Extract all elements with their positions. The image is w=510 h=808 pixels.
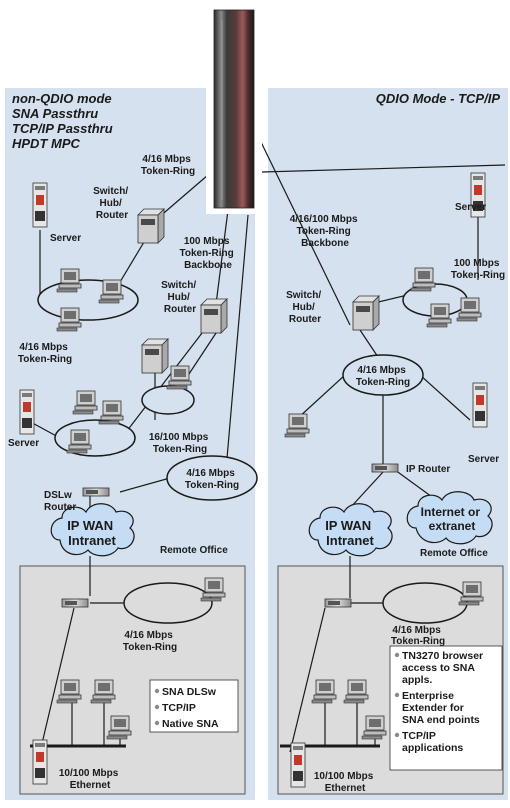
right-switch-label: Switch/ Hub/ Router [286,290,324,325]
left-remote-router-icon [61,598,89,608]
left-bullet-box [149,679,239,733]
ip-router-label: IP Router [406,464,450,475]
left-4-16-ring [166,455,258,501]
left-backbone-label: 100 Mbps Token-Ring Backbone [179,236,236,271]
dlsw-router-icon [82,487,110,497]
left-remote-server-icon [32,739,48,785]
svg-text:TN3270 browser access to: TN3270 browser access to SNA appls. [402,650,486,686]
left-tr-4-16-label: 4/16 Mbps Token-Ring [18,342,72,365]
left-ellipse-label: 4/16 Mbps Token-Ring [185,468,239,491]
mainframe-icon [206,4,262,214]
left-top-switch-icon [137,208,165,244]
right-server-icon [472,382,488,428]
right-server-top-label: Server [455,202,486,213]
svg-text:Native SNA: Native SNA [162,718,219,730]
right-remote-server-icon [290,742,306,788]
right-tr-100-label: 100 Mbps Token-Ring [451,258,505,281]
left-server-bottom-label: Server [8,438,39,449]
left-ethernet-label: 10/100 Mbps Ethernet [59,768,121,791]
left-remote-ring [123,582,213,624]
svg-text:TCP/IP: TCP/IP [162,702,196,714]
right-backbone-label: 4/16/100 Mbps Token-Ring Backbone [290,214,361,249]
right-4-16-ring [342,354,424,396]
left-remote-office-label: Remote Office [160,545,228,556]
svg-text:Enterprise Extender for: Enterprise Extender for SNA end points [402,690,480,726]
left-bullets: SNA DLSw TCP/IP Native SNA [154,686,219,730]
svg-text:SNA DLSw: SNA DLSw [162,686,217,698]
right-bullets: TN3270 browser access to SNA appls. Ente… [394,650,486,754]
right-switch-icon [352,295,380,331]
right-ethernet-label: 10/100 Mbps Ethernet [314,771,376,794]
token-rings [37,279,468,501]
right-tr-4-16-label: 4/16 Mbps Token-Ring [356,365,410,388]
left-switch-top-label: Switch/ Hub/ Router [93,186,131,221]
left-bottom-server-icon [19,389,35,435]
svg-text:TCP/IP applications: TCP/IP applications [402,730,463,754]
left-tr-16-100-label: 16/100 Mbps Token-Ring [149,432,211,455]
right-ip-wan-label: IP WAN Intranet [325,518,375,548]
right-bullet-box [389,645,503,771]
internet-label: Internet or extranet [421,505,484,533]
right-remote-router-icon [324,598,352,608]
right-remote-ring [382,582,468,624]
right-remote-tr-label: 4/16 Mbps Token-Ring [391,625,445,647]
left-heading: non-QDIO mode SNA Passthru TCP/IP Passth… [12,91,116,151]
left-server-top-label: Server [50,233,81,244]
left-remote-tr-label: 4/16 Mbps Token-Ring [123,630,177,653]
left-small-switch-icon [141,338,169,374]
right-remote-office-label: Remote Office [420,548,488,559]
right-server-label: Server [468,454,499,465]
left-ip-wan-label: IP WAN Intranet [67,518,117,548]
left-upper-ring [37,279,139,321]
internet-cloud [406,491,493,545]
right-heading: QDIO Mode - TCP/IP [376,91,501,106]
left-ip-wan-cloud [50,503,135,557]
dlsw-router-label: DSLw Router [44,490,76,513]
right-ip-wan-cloud [308,503,393,557]
ip-router-icon [371,463,399,473]
left-mid-switch-icon [200,298,228,334]
left-tr-top-label: 4/16 Mbps Token-Ring [141,154,195,177]
left-switch-mid-label: Switch/ Hub/ Router [161,280,199,315]
left-top-server-icon [32,182,48,228]
left-16-100-ring [141,385,195,415]
